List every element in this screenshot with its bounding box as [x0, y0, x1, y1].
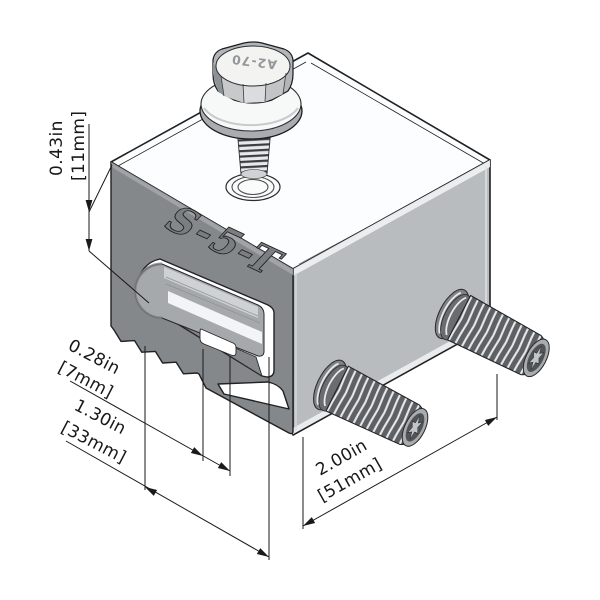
dim-height-ext-top	[88, 164, 113, 213]
bolt-head-top-disc	[215, 45, 291, 87]
dim-seam-gap-line	[69, 380, 231, 472]
seam-gap-notch	[199, 328, 237, 357]
hex-face-divider-lines	[220, 72, 287, 104]
arrow-slot-left	[145, 487, 158, 496]
insert-front-highlight	[168, 291, 262, 344]
arrow-height-top	[85, 200, 93, 212]
arrow-depth-left	[303, 517, 316, 526]
hex-face-front-right	[265, 73, 286, 102]
right-face-top-highlight	[293, 160, 490, 276]
dim-height-inches: 0.43in	[47, 120, 67, 176]
screw2-torx-socket	[528, 345, 545, 371]
bolt-head-marking: A2-70	[230, 52, 277, 72]
insert-top-shading	[164, 267, 258, 318]
dimension-lines	[65, 124, 498, 560]
arrow-seam-gap-right	[217, 462, 230, 471]
dim-height-ext-bottom	[88, 250, 150, 304]
insert-groove-lines	[165, 276, 261, 324]
dim-slot-line	[65, 440, 270, 558]
set-screw-2	[434, 288, 550, 378]
dimension-arrowheads	[85, 200, 497, 557]
set-screw-1	[313, 359, 429, 447]
screw1-collar-thread-stripes	[316, 362, 345, 407]
arrow-seam-gap-left	[190, 447, 203, 456]
bolt-flange-shading	[203, 107, 299, 127]
screw2-collar-thread-stripes	[438, 291, 467, 336]
arrow-slot-right	[256, 548, 269, 557]
screw1-torx-socket	[406, 414, 424, 440]
dim-height-metric: [11mm]	[69, 111, 89, 181]
threaded-hole-ring-3	[237, 178, 269, 196]
dim-depth-line	[302, 416, 498, 527]
hex-face-left	[213, 62, 224, 96]
bolt-shank-tip	[240, 169, 268, 179]
arrow-height-bottom	[85, 239, 93, 251]
hex-face-front	[243, 83, 266, 103]
front-face-top-highlight	[111, 162, 293, 275]
arrow-depth-right	[484, 417, 497, 426]
top-face-back-right-edge	[310, 62, 486, 165]
